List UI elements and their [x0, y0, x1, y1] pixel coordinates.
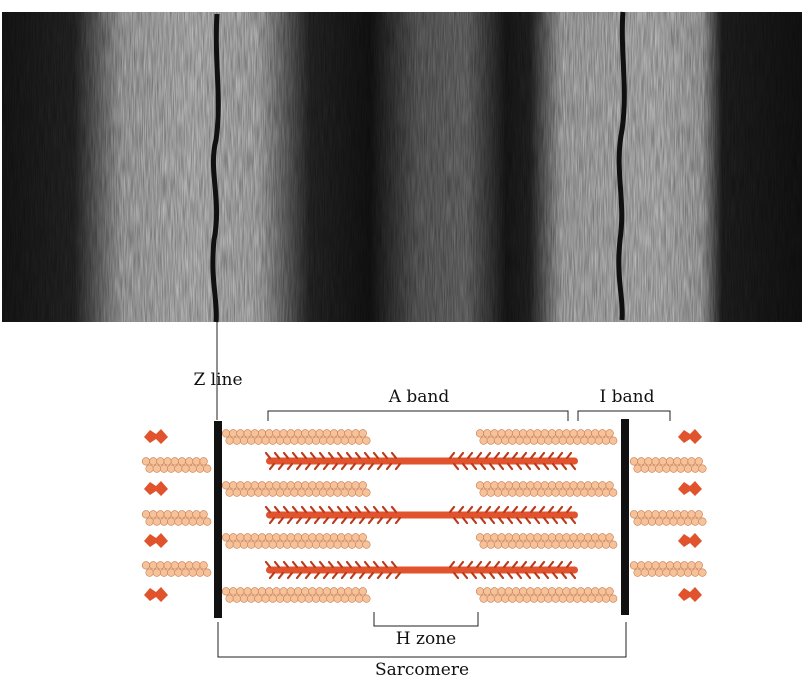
thin-filament [475, 533, 618, 549]
sarcomere-bracket [217, 622, 627, 658]
z-disc-left [214, 421, 222, 618]
z-disc-anchor [678, 533, 702, 548]
electron-micrograph [2, 11, 802, 323]
thin-filament [629, 457, 707, 473]
thin-filament [141, 510, 212, 526]
thin-filament [141, 457, 212, 473]
thin-filament [475, 429, 618, 445]
thin-filament [221, 533, 371, 549]
z-disc-anchor [678, 429, 702, 444]
z-disc-anchor [678, 481, 702, 496]
z-disc-right [621, 419, 629, 615]
z-disc-anchor [144, 533, 168, 548]
h-zone-bracket [373, 612, 479, 627]
micrograph-z-line-left [210, 13, 221, 323]
thin-filament [141, 561, 212, 577]
a-band-bracket [267, 410, 569, 421]
thin-filament [475, 481, 618, 497]
thin-filament [221, 429, 371, 445]
thin-filament [475, 587, 618, 603]
z-disc-anchor [144, 481, 168, 496]
i-band-label: I band [600, 387, 655, 407]
i-band-bracket [577, 410, 671, 421]
micrograph-z-line-right [616, 11, 627, 321]
z-disc-anchor [144, 587, 168, 602]
thin-filament [629, 510, 707, 526]
thin-filament [221, 587, 371, 603]
thin-filament [221, 481, 371, 497]
micrograph-grain [2, 12, 802, 322]
z-disc-anchor [144, 429, 168, 444]
thick-filament [264, 505, 578, 525]
thin-filament [629, 561, 707, 577]
z-disc-anchor [678, 587, 702, 602]
sarcomere-diagram [141, 419, 707, 618]
h-zone-label: H zone [396, 629, 456, 649]
thick-filament [264, 451, 578, 471]
a-band-label: A band [388, 387, 450, 407]
thick-filament [264, 560, 578, 580]
sarcomere-label: Sarcomere [375, 660, 469, 677]
actin-filaments [141, 429, 707, 603]
z-line-label: Z line [193, 370, 242, 390]
myosin-filaments [264, 451, 578, 580]
